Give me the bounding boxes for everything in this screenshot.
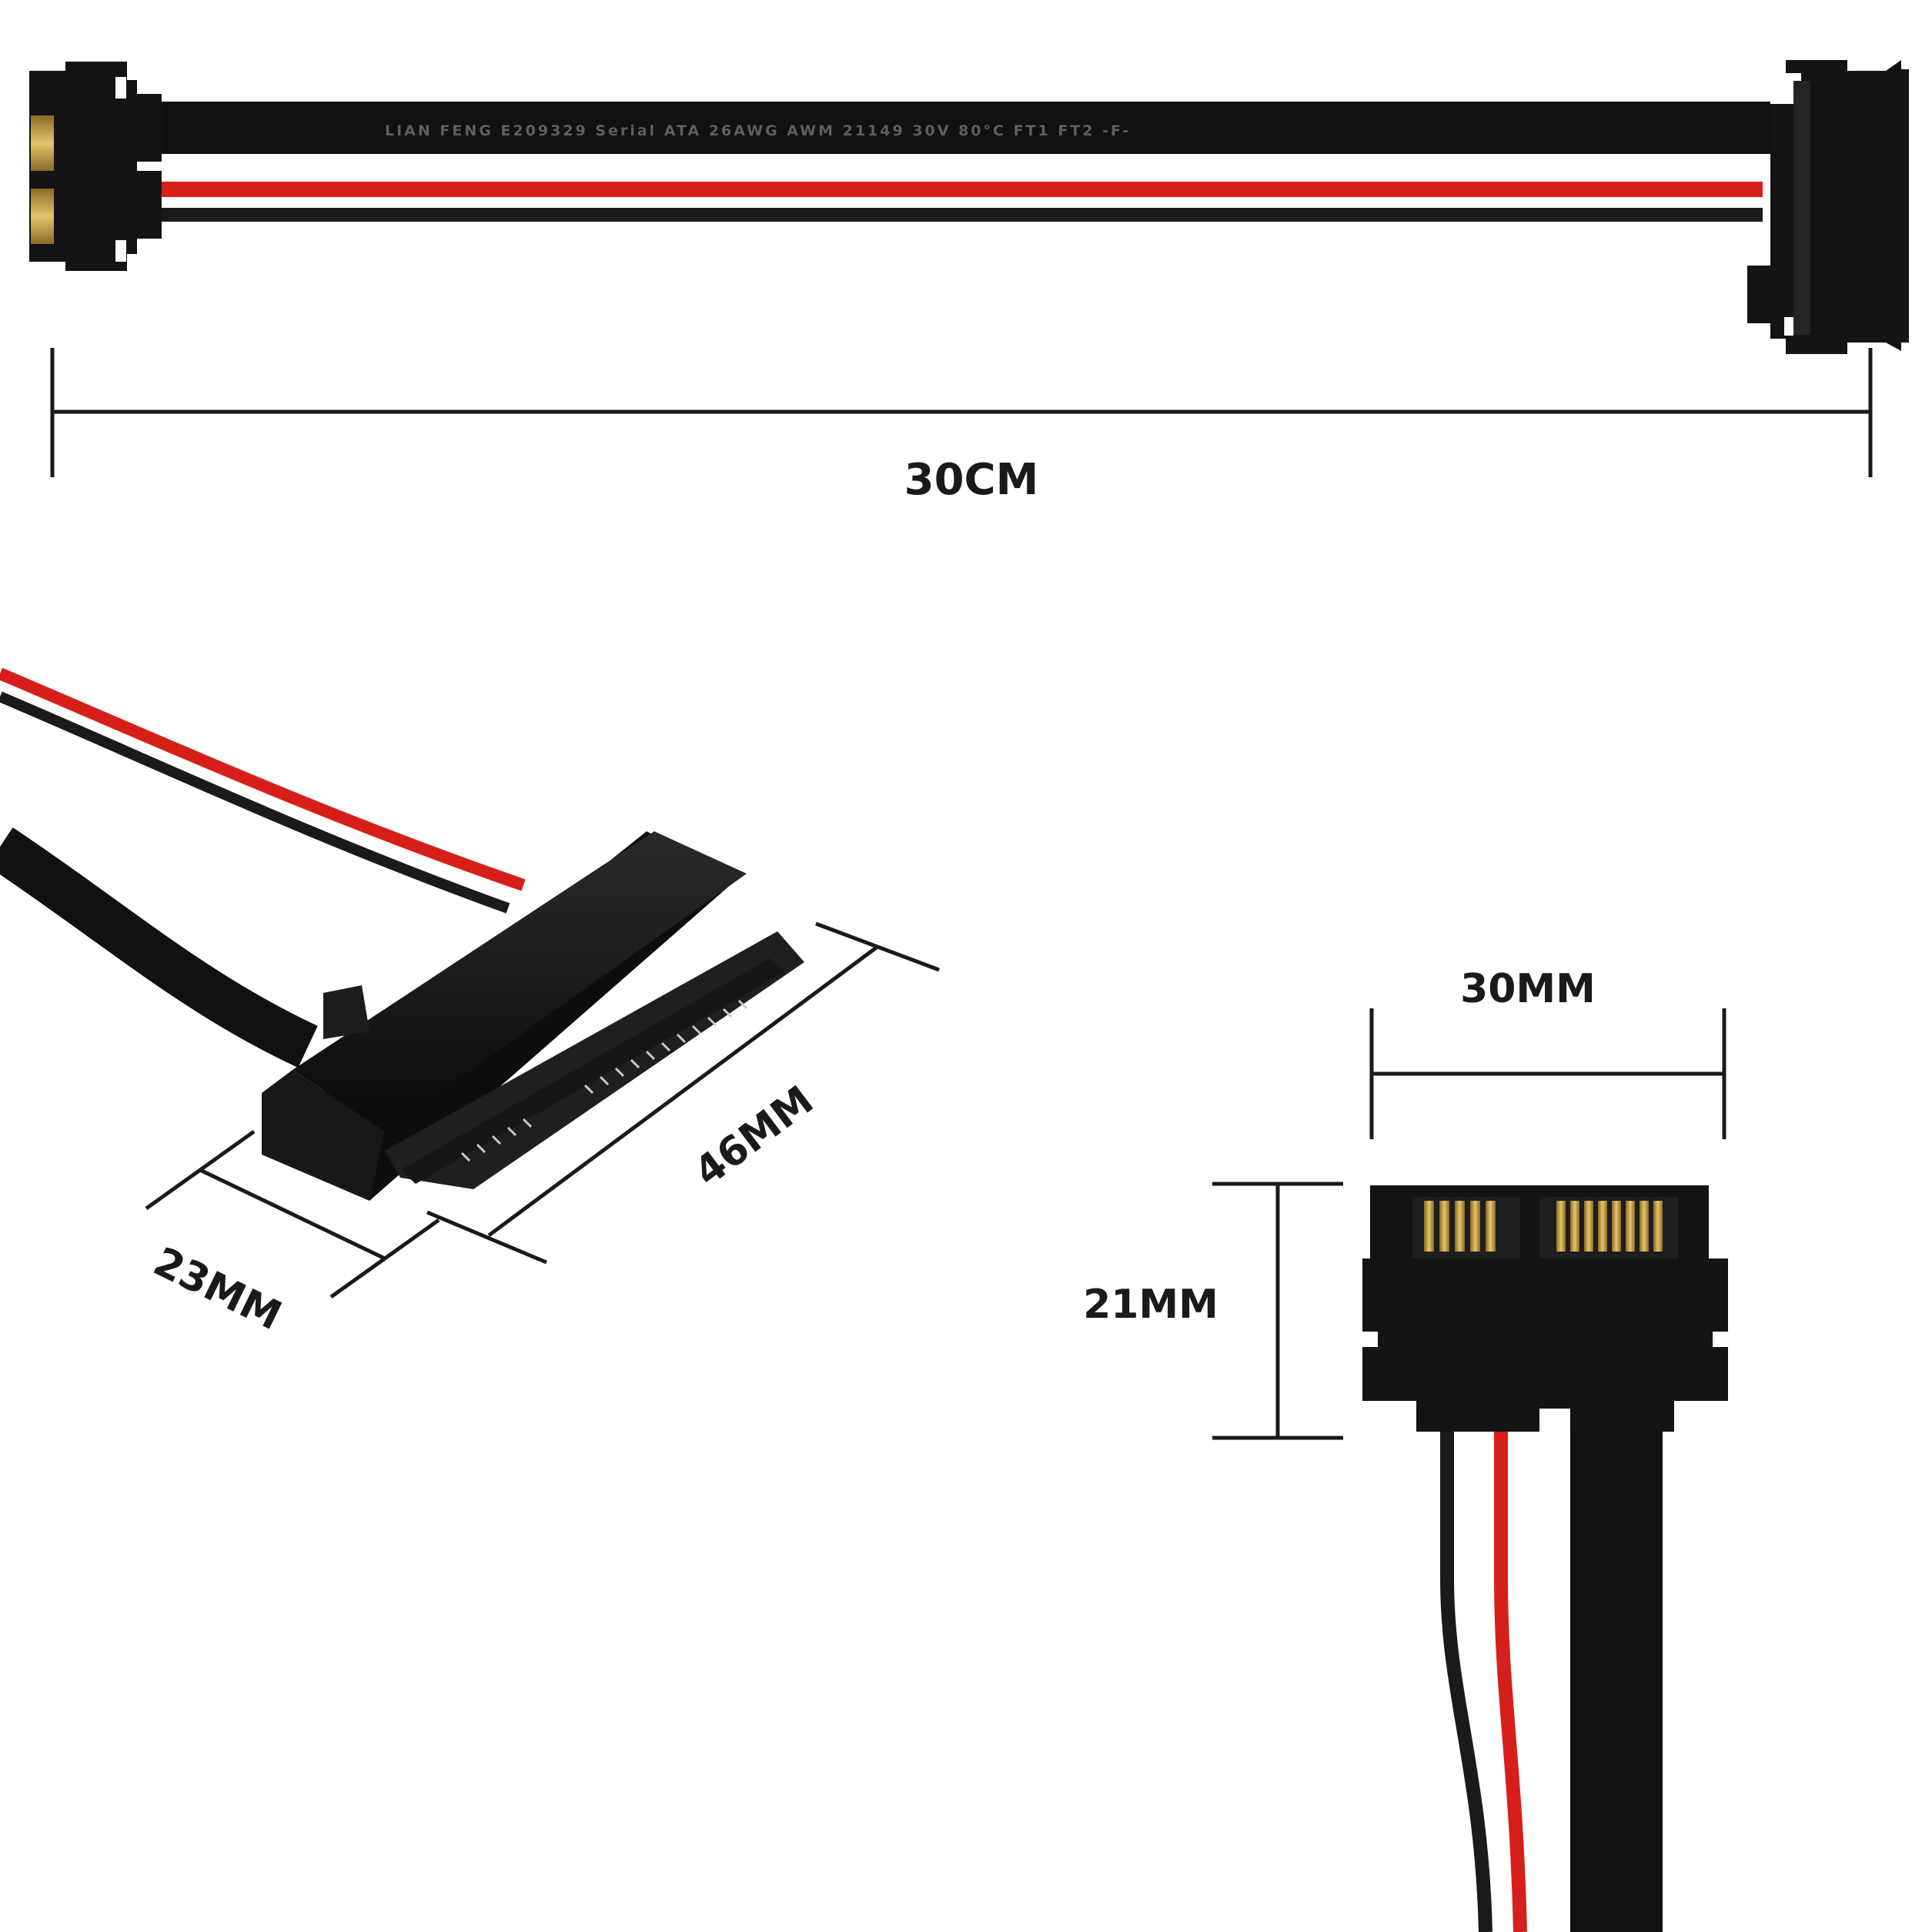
- black-power-wire: [154, 208, 1763, 222]
- sata-15pin-connector: [1362, 1185, 1728, 1432]
- slim-tongue-pins: [460, 999, 748, 1162]
- sata-height-label: 21MM: [1083, 1282, 1218, 1328]
- sata-height-dimension: 21MM: [1083, 1182, 1343, 1440]
- closeup-flat-cable: [1570, 1424, 1663, 1932]
- slim-black-wire: [0, 691, 510, 914]
- red-power-wire: [154, 182, 1763, 197]
- slim-sata-view: 46MM 23MM: [0, 667, 940, 1339]
- closeup-red-wire: [1494, 1424, 1527, 1932]
- slim-sata-connector: [262, 831, 804, 1201]
- left-signal-pins: [31, 115, 54, 171]
- slim-red-wire: [0, 667, 526, 891]
- sata-width-dimension: 30MM: [1369, 966, 1726, 1139]
- slim-flat-cable: [0, 827, 318, 1068]
- flat-data-cable: [146, 102, 1770, 154]
- right-sata-connector: [1747, 60, 1909, 354]
- sata-closeup-view: 30MM 21MM: [1083, 966, 1728, 1932]
- left-sata-connector: [29, 62, 162, 271]
- slim-depth-label: 23MM: [146, 1238, 288, 1339]
- full-cable-view: LIAN FENG E209329 Serial ATA 26AWG AWM 2…: [29, 60, 1909, 505]
- closeup-signal-pins: [1424, 1201, 1496, 1252]
- sata-width-label: 30MM: [1460, 966, 1596, 1012]
- cable-print-text: LIAN FENG E209329 Serial ATA 26AWG AWM 2…: [385, 122, 1131, 139]
- length-label: 30CM: [904, 455, 1039, 505]
- closeup-black-wire: [1440, 1424, 1492, 1932]
- length-dimension: 30CM: [50, 348, 1873, 505]
- left-power-pins: [31, 189, 54, 244]
- closeup-power-pins: [1556, 1201, 1663, 1252]
- slim-width-label: 46MM: [686, 1078, 822, 1196]
